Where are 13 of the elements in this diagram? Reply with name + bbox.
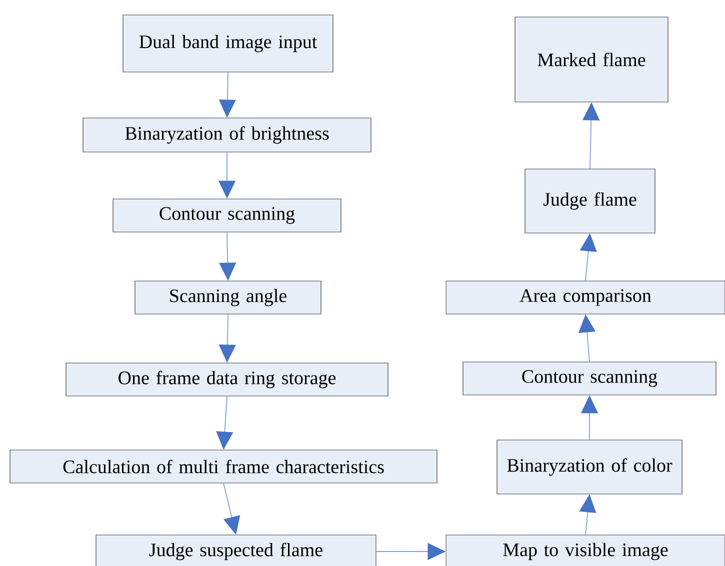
process-box: Judge flame: [524, 168, 656, 234]
process-box: Judge suspected flame: [96, 534, 376, 566]
process-box: Area comparison: [446, 280, 725, 314]
process-box: Contour scanning: [112, 198, 342, 232]
process-box: Scanning angle: [134, 280, 322, 314]
process-box: Map to visible image: [446, 534, 725, 566]
process-box: Calculation of multi frame characteristics: [10, 450, 438, 484]
process-box: One frame data ring storage: [66, 362, 388, 396]
process-box: Binaryzation of color: [496, 440, 682, 494]
process-box: Contour scanning: [462, 362, 716, 396]
process-box: Dual band image input: [122, 14, 334, 72]
process-box: Binaryzation of brightness: [82, 118, 372, 152]
process-box: Marked flame: [514, 16, 668, 102]
